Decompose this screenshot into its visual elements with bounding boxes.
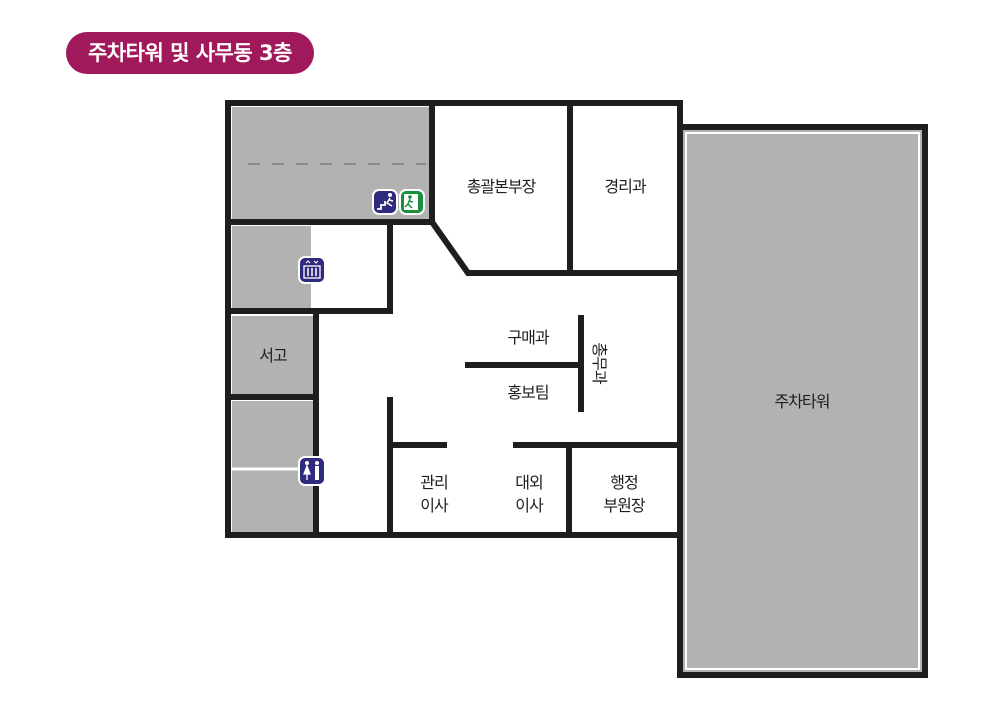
room-admin-vp-line1: 행정 [610,473,637,492]
archive-room[interactable] [232,316,313,394]
floor-title: 주차타워 및 사무동 3층 [66,32,314,74]
room-general-affairs: 총무과 [590,342,609,384]
elevator-area [232,226,311,308]
room-parking-tower: 주차타워 [775,392,830,411]
room-external-director-line1: 대외 [515,473,542,492]
room-archive: 서고 [259,346,287,365]
room-general-director: 총괄본부장 [467,177,537,196]
elevator-icon [298,256,326,284]
restroom-icon [298,456,326,486]
walls [225,100,683,538]
emergency-exit-icon [399,189,425,215]
room-admin-director-line1: 관리 [420,473,447,492]
parking-tower-inset [685,132,920,670]
stairs-icon [372,189,398,215]
room-admin-vp-line2: 부원장 [603,496,645,515]
room-admin-director-line2: 이사 [420,496,449,515]
room-pr-team: 홍보팀 [507,383,548,402]
room-accounting: 경리과 [604,177,646,196]
room-external-director-line2: 이사 [515,496,544,515]
room-purchasing: 구매과 [507,328,549,347]
